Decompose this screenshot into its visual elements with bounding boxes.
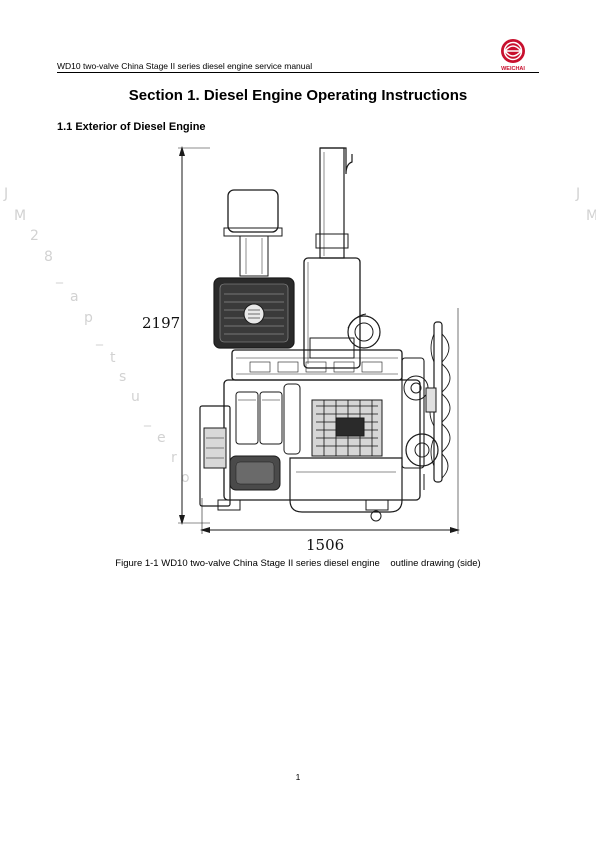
watermark-char: t [110,350,116,366]
height-dimension-label: 2197 [142,314,180,332]
figure-caption: Figure 1-1 WD10 two-valve China Stage II… [115,558,481,569]
watermark-char: _ [96,330,103,346]
page-header-title: WD10 two-valve China Stage II series die… [57,61,313,71]
weichai-logo: WEICHAI [501,39,525,72]
watermark-char: p [84,310,93,326]
watermark-char: M [586,208,596,224]
watermark-char: _ [56,268,63,284]
section-title: Section 1. Diesel Engine Operating Instr… [128,87,468,104]
watermark-char: a [70,289,79,305]
watermark-char: M [14,208,27,224]
watermark-char: e [157,430,166,446]
watermark-char: J [576,186,581,202]
engine-outline-drawing: 2197 1506 [142,146,460,553]
watermark-char: 8 [44,249,53,265]
watermark-char: o [181,470,190,486]
subsection-title: 1.1 Exterior of Diesel Engine [57,121,206,133]
watermark-char: r [171,450,177,466]
watermark-char: J [4,186,9,202]
header-rule [57,72,539,73]
logo-text: WEICHAI [501,66,525,72]
width-dimension-label: 1506 [306,536,344,553]
watermark-char: u [131,389,140,405]
watermark-char: 2 [30,228,39,244]
watermark-char: _ [144,411,151,427]
watermark-char: s [119,369,127,385]
page-number: 1 [295,772,301,782]
